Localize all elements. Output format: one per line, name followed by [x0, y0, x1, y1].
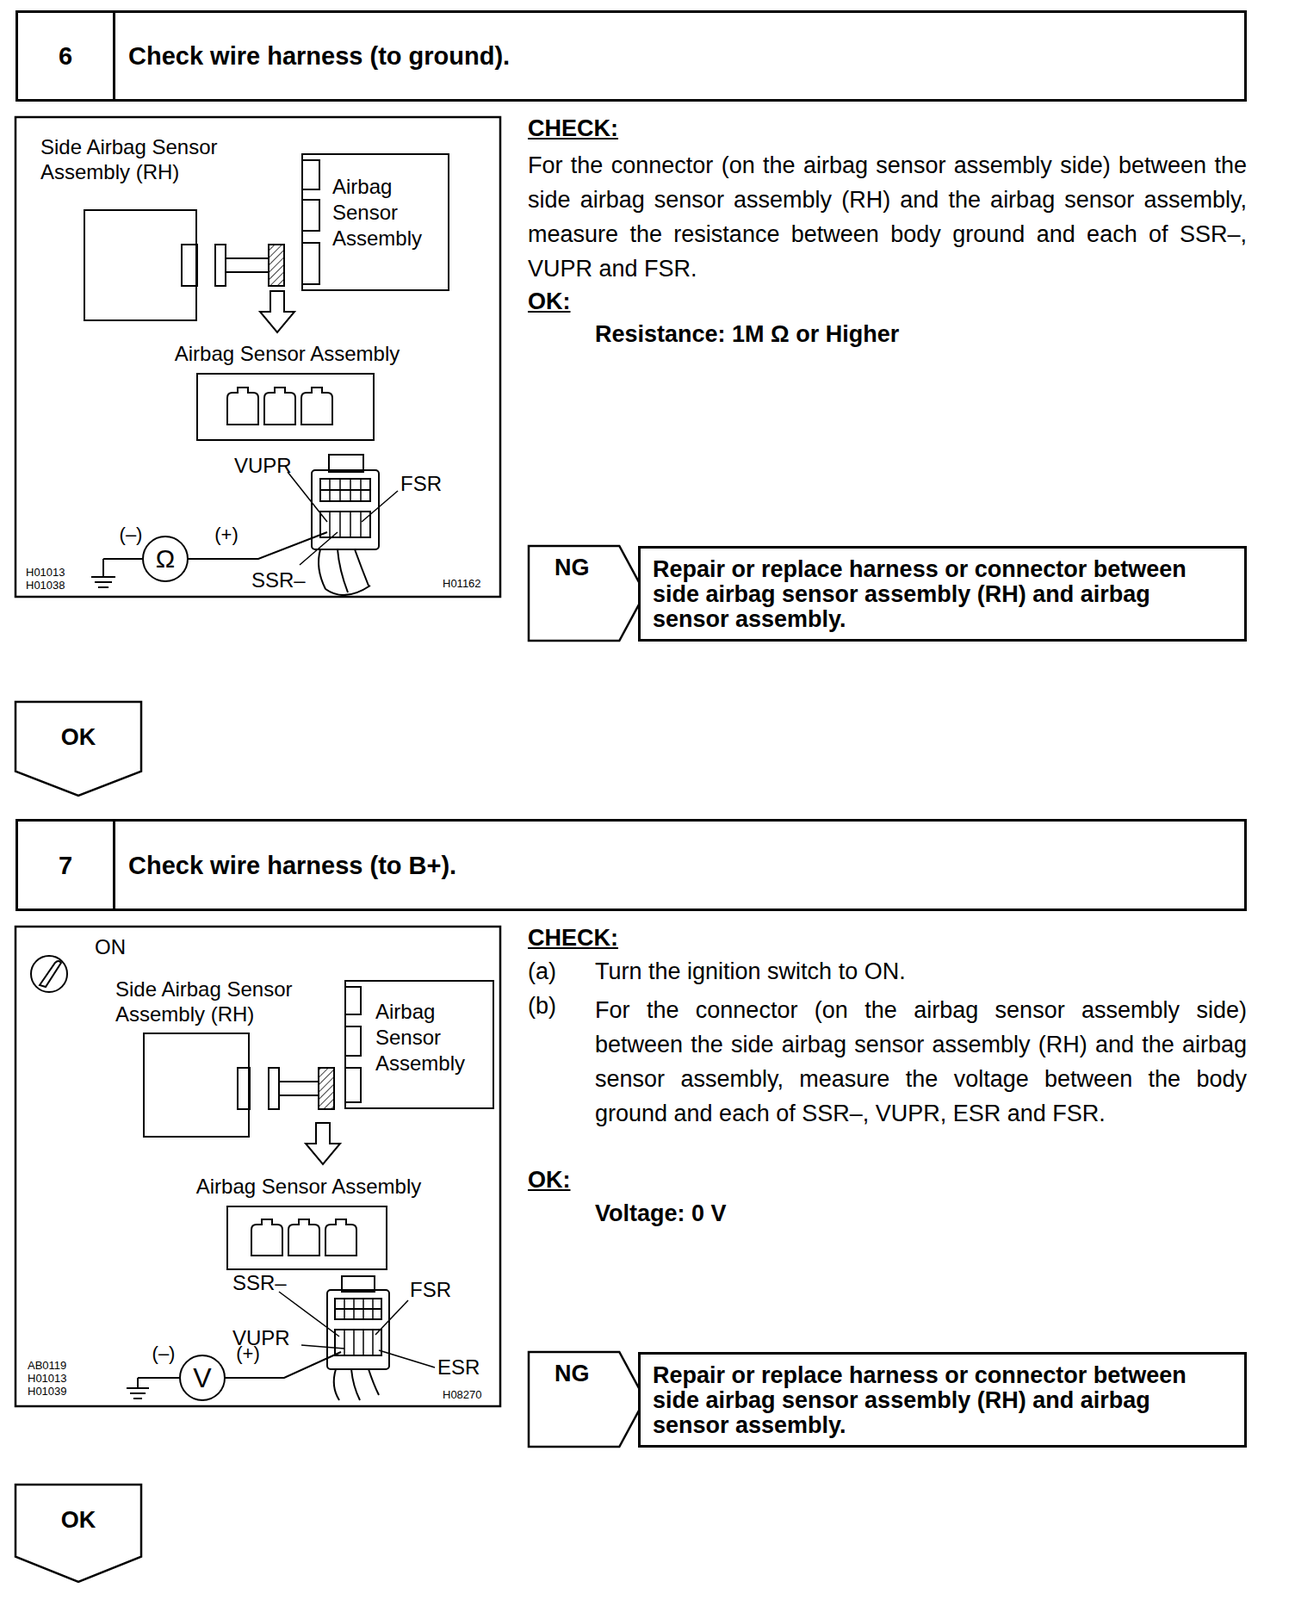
ng-arrow: NG [528, 1351, 645, 1447]
text-label: FSR [409, 1277, 452, 1302]
ng-arrow: NG [528, 545, 645, 641]
component-box: Side Airbag Sensor Assembly (RH) [142, 1032, 250, 1138]
step-header: 6 Check wire harness (to ground). [15, 10, 1247, 102]
result-box: Repair or replace harness or connector b… [638, 1351, 1247, 1448]
meter-mark: Ω [155, 545, 175, 572]
text-label: OK: [527, 1166, 571, 1194]
text-label: Voltage: 0 V [594, 1200, 727, 1227]
arrow-shape [15, 1484, 142, 1582]
meter-mark: V [192, 1363, 211, 1392]
text-label: ON [94, 935, 126, 960]
ok-arrow: OK [15, 701, 142, 796]
figure-code: H01013 [27, 1371, 68, 1385]
result-box: Repair or replace harness or connector b… [638, 545, 1247, 642]
leader-lines [287, 471, 398, 565]
ok-label: OK [15, 1484, 142, 1534]
figure-code: H01039 [27, 1384, 68, 1398]
text-label: FSR [400, 471, 442, 496]
step-header: 7 Check wire harness (to B+). [15, 818, 1247, 911]
meter-mark: (–) [119, 525, 143, 545]
figure-code: H01038 [25, 578, 66, 592]
text-label: VUPR [234, 453, 292, 478]
component-label: Airbag Sensor Assembly [332, 173, 445, 252]
component-label: Airbag Sensor Assembly [159, 1174, 459, 1199]
component-label: Side Airbag Sensor Assembly (RH) [115, 976, 348, 1027]
figure-frame [15, 117, 501, 597]
ng-label: NG [528, 545, 645, 582]
component-label: Airbag Sensor Assembly [375, 998, 486, 1077]
text-label: Resistance: 1M Ω or Higher [594, 321, 899, 348]
text-label: (b) [527, 992, 557, 1020]
check-text: For the connector (on the airbag sensor … [527, 148, 1247, 286]
meter-mark: (–) [152, 1344, 176, 1364]
figure-code: AB0119 [27, 1358, 67, 1372]
step-number: 6 [18, 42, 113, 71]
text-label: CHECK: [527, 115, 619, 143]
step-title: Check wire harness (to ground). [128, 42, 510, 71]
figure-code: H08270 [442, 1387, 483, 1401]
header-divider [112, 12, 116, 100]
figure-code: H01013 [25, 565, 66, 579]
ok-arrow: OK [15, 1484, 142, 1582]
ignition-icon [30, 955, 68, 992]
component-box: Side Airbag Sensor Assembly (RH) [83, 209, 198, 322]
text-label: (a) [527, 958, 557, 986]
figure-frame [15, 926, 501, 1407]
component-label: Side Airbag Sensor Assembly (RH) [40, 134, 273, 185]
header-divider [112, 821, 116, 909]
text-label: SSR– [251, 568, 306, 593]
meter-mark: (+) [214, 525, 239, 545]
figure-code: H01162 [442, 576, 482, 590]
text-label: Turn the ignition switch to ON. [594, 958, 906, 986]
step-title: Check wire harness (to B+). [128, 850, 457, 880]
text-label: CHECK: [527, 924, 619, 952]
meter-mark: (+) [235, 1344, 261, 1364]
connector-illustration [181, 160, 379, 595]
repair-instruction: Repair or replace harness or connector b… [652, 1363, 1233, 1438]
text-label: SSR– [232, 1270, 287, 1295]
ok-label: OK [15, 701, 142, 751]
component-box: Airbag Sensor Assembly [196, 372, 375, 441]
check-text: For the connector (on the airbag sensor … [594, 992, 1247, 1131]
text-label: ESR [437, 1355, 480, 1380]
ng-label: NG [528, 1351, 645, 1388]
component-box: Airbag Sensor Assembly [344, 979, 495, 1110]
repair-instruction: Repair or replace harness or connector b… [652, 557, 1233, 633]
component-box: Airbag Sensor Assembly [301, 153, 450, 292]
component-label: Airbag Sensor Assembly [129, 341, 446, 366]
component-box: Airbag Sensor Assembly [226, 1205, 388, 1271]
leader-lines [278, 1291, 435, 1368]
step-number: 7 [18, 850, 113, 880]
text-label: OK: [527, 288, 571, 316]
